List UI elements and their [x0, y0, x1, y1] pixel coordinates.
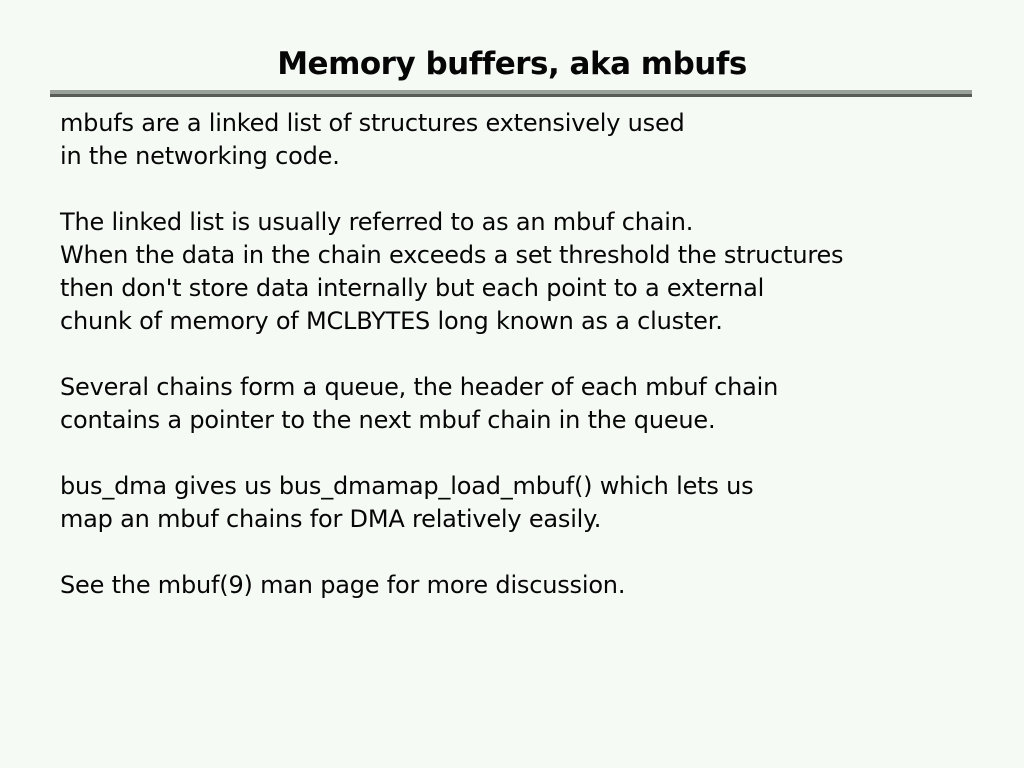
slide-title: Memory buffers, aka mbufs [277, 46, 747, 82]
paragraph-mbuf-chain: The linked list is usually referred to a… [60, 208, 844, 335]
paragraph-bus-dma: bus_dma gives us bus_dmamap_load_mbuf() … [60, 472, 754, 533]
title-divider [50, 90, 972, 97]
paragraph-intro: mbufs are a linked list of structures ex… [60, 109, 685, 170]
slide-body: mbufs are a linked list of structures ex… [60, 107, 984, 602]
paragraph-see-manpage: See the mbuf(9) man page for more discus… [60, 571, 626, 599]
paragraph-queue: Several chains form a queue, the header … [60, 373, 779, 434]
